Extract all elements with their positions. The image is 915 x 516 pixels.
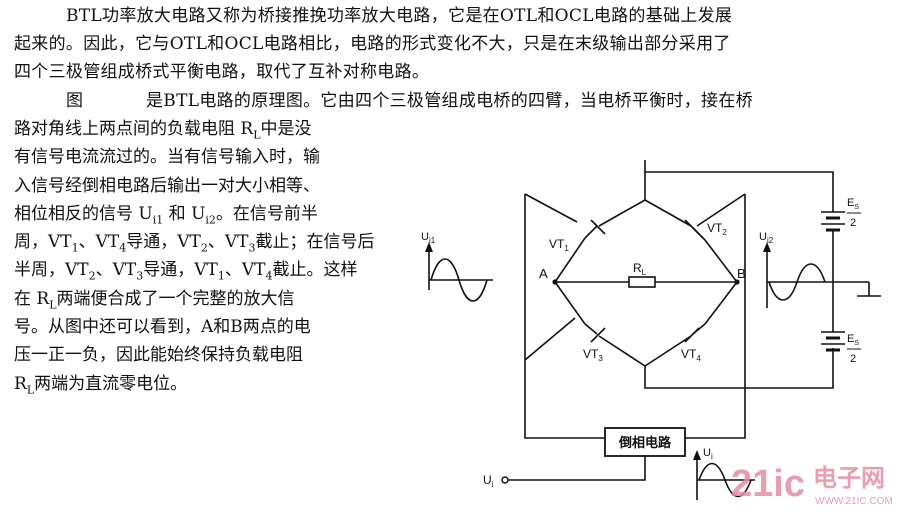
watermark-brand: 21ic xyxy=(731,463,805,505)
svg-text:2: 2 xyxy=(850,217,856,229)
svg-text:Ui1: Ui1 xyxy=(421,231,436,245)
para2-line10: 压一正一负，因此能始终保持负载电阻 xyxy=(14,345,303,365)
para2-line2: 路对角线上两点间的负载电阻 RL中是没 xyxy=(14,119,312,142)
bridge xyxy=(524,172,834,412)
btl-circuit-diagram: Ui1 xyxy=(421,160,881,500)
svg-text:Ui: Ui xyxy=(483,473,494,489)
vt1-base-wire xyxy=(524,193,578,223)
load-resistor: RL xyxy=(552,261,740,288)
ui-input-waveform: Ui xyxy=(693,447,755,500)
vt4-label: VT4 xyxy=(681,347,701,363)
ground-symbol xyxy=(857,282,881,297)
vt2-label: VT2 xyxy=(707,221,727,237)
ui2-waveform: Ui2 xyxy=(759,231,869,308)
para2-line7: 半周，VT2、VT3导通，VT1、VT4截止。这样 xyxy=(14,260,358,283)
svg-text:ES: ES xyxy=(847,197,859,211)
watermark-url: WWW.21IC.COM xyxy=(815,496,893,507)
svg-text:2: 2 xyxy=(850,353,856,365)
battery-bottom: ES 2 xyxy=(821,282,861,365)
para2-line9: 号。从图中还可以看到，A和B两点的电 xyxy=(14,317,311,337)
svg-text:Ui2: Ui2 xyxy=(759,231,774,245)
vt1-label: VT1 xyxy=(549,237,569,253)
para2-line1: 是BTL电路的原理图。它由四个三极管组成电桥的四臂，当电桥平衡时，接在桥 xyxy=(146,91,753,111)
node-a-label: A xyxy=(539,266,548,281)
ui1-waveform: Ui1 xyxy=(421,231,493,302)
vt3-label: VT3 xyxy=(583,347,603,363)
svg-text:RL: RL xyxy=(633,261,647,277)
left-wire xyxy=(524,194,605,439)
para2-line3: 有信号电流流过的。当有信号输入时，输 xyxy=(14,147,320,167)
watermark-cn: 电子网 xyxy=(813,464,885,492)
para2-line5: 相位相反的信号 Ui1 和 Ui2。在信号前半 xyxy=(14,204,318,227)
para2-figure-word: 图 xyxy=(66,91,83,111)
para2-line11: RL两端为直流零电位。 xyxy=(14,374,188,397)
watermark-logo: 21ic 电子网 WWW.21IC.COM xyxy=(731,463,893,507)
para2-line8: 在 RL两端便合成了一个完整的放大信 xyxy=(14,289,295,312)
para1-line2: 起来的。因此，它与OTL和OCL电路相比，电路的形式变化不大，只是在末级输出部分… xyxy=(14,34,731,54)
top-rail xyxy=(644,160,834,208)
svg-text:Ui: Ui xyxy=(703,447,713,461)
inverter-block: 倒相电路 Ui xyxy=(483,412,746,489)
battery-top: ES 2 xyxy=(821,197,861,282)
para1-line3: 四个三极管组成桥式平衡电路，取代了互补对称电路。 xyxy=(14,62,430,82)
para2-line4: 入信号经倒相电路后输出一对大小相等、 xyxy=(14,176,320,196)
para1-line1: BTL功率放大电路又称为桥接推挽功率放大电路，它是在OTL和OCL电路的基础上发… xyxy=(66,6,733,26)
svg-text:ES: ES xyxy=(847,333,859,347)
node-b-label: B xyxy=(737,266,746,281)
svg-text:倒相电路: 倒相电路 xyxy=(618,435,672,450)
para2-line6: 周，VT1、VT4导通，VT2、VT3截止；在信号后 xyxy=(14,232,375,255)
